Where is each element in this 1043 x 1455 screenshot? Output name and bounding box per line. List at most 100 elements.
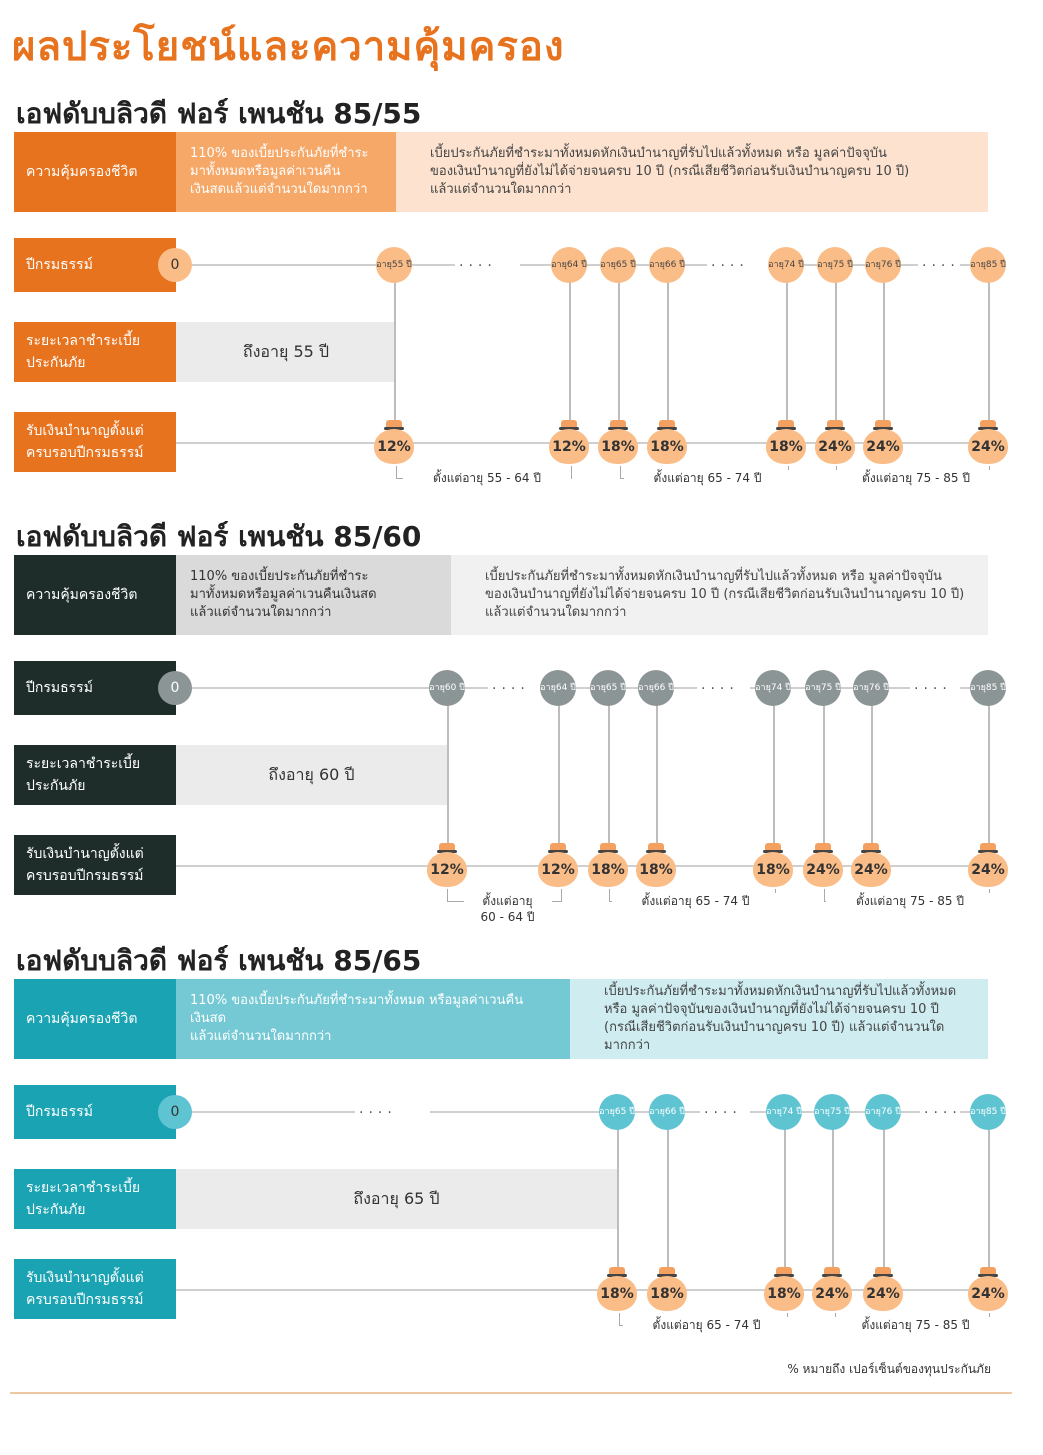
premium-period-label: ระยะเวลาชำระเบี้ย ประกันภัย (14, 1169, 176, 1229)
money-bag-icon: 18% (766, 420, 806, 464)
age-marker: อายุ 66 ปี (649, 247, 685, 283)
money-bag-icon: 24% (815, 420, 855, 464)
annuity-percent: 24% (968, 429, 1008, 464)
timeline-dots: .... (914, 677, 952, 693)
age-range-label: ตั้งแต่อายุ 75 - 85 ปี (832, 470, 1000, 486)
money-bag-icon: 18% (753, 843, 793, 887)
premium-period-label: ระยะเวลาชำระเบี้ย ประกันภัย (14, 322, 176, 382)
age-marker: อายุ 76 ปี (865, 1094, 901, 1130)
premium-period-value: ถึงอายุ 60 ปี (176, 745, 447, 805)
age-marker: อายุ 65 ปี (590, 670, 626, 706)
annuity-percent: 18% (597, 1276, 637, 1311)
age-connector (569, 265, 571, 432)
age-marker: อายุ 74 ปี (766, 1094, 802, 1130)
money-bag-icon: 12% (549, 420, 589, 464)
timeline-dots: .... (704, 1101, 742, 1117)
annuity-percent: 18% (598, 429, 638, 464)
year-zero-marker: 0 (158, 1095, 192, 1129)
timeline-gap (910, 687, 960, 689)
money-bag-icon: 18% (647, 420, 687, 464)
coverage-condition-b: เบี้ยประกันภัยที่ชำระมาทั้งหมดหักเงินบำน… (396, 132, 988, 212)
age-connector (558, 688, 560, 855)
annuity-label: รับเงินบำนาญตั้งแต่ ครบรอบปีกรมธรรม์ (14, 835, 176, 895)
age-marker: อายุ 85 ปี (970, 247, 1006, 283)
timeline-dots: .... (459, 254, 497, 270)
bottom-divider (10, 1392, 1012, 1394)
timeline-gap (697, 687, 750, 689)
age-connector (394, 265, 396, 432)
annuity-percent: 12% (538, 852, 578, 887)
age-range-label: ตั้งแต่อายุ 65 - 74 ปี (611, 893, 780, 909)
age-marker: อายุ 66 ปี (649, 1094, 685, 1130)
annuity-label: รับเงินบำนาญตั้งแต่ ครบรอบปีกรมธรรม์ (14, 1259, 176, 1319)
annuity-label: รับเงินบำนาญตั้งแต่ ครบรอบปีกรมธรรม์ (14, 412, 176, 472)
annuity-percent: 18% (588, 852, 628, 887)
year-zero-marker: 0 (158, 248, 192, 282)
age-connector (823, 688, 825, 855)
age-marker: อายุ 85 ปี (970, 670, 1006, 706)
annuity-percent: 24% (812, 1276, 852, 1311)
age-range-label: ตั้งแต่อายุ 65 - 74 ปี (622, 1317, 791, 1333)
money-bag-icon: 24% (968, 1267, 1008, 1311)
annuity-percent: 18% (647, 1276, 687, 1311)
policy-year-label: ปีกรมธรรม์ (14, 661, 176, 715)
coverage-label: ความคุ้มครองชีวิต (14, 555, 176, 635)
money-bag-icon: 24% (863, 1267, 903, 1311)
timeline-line (176, 687, 990, 689)
age-connector (667, 1112, 669, 1279)
age-connector (988, 688, 990, 855)
coverage-condition-a: 110% ของเบี้ยประกันภัยที่ชำระ มาทั้งหมดห… (176, 555, 451, 635)
money-bag-icon: 12% (427, 843, 467, 887)
age-connector (656, 688, 658, 855)
age-range-label: ตั้งแต่อายุ 75 - 85 ปี (826, 893, 994, 909)
timeline-dots: .... (711, 254, 749, 270)
plan-title: เอฟดับบลิวดี ฟอร์ เพนชัน 85/60 (16, 520, 422, 553)
timeline-line (176, 1111, 990, 1113)
age-connector (773, 688, 775, 855)
premium-period-value: ถึงอายุ 55 ปี (176, 322, 396, 382)
age-connector (883, 1112, 885, 1279)
timeline-gap (707, 264, 770, 266)
money-bag-icon: 24% (863, 420, 903, 464)
age-marker: อายุ 74 ปี (768, 247, 804, 283)
age-connector (784, 1112, 786, 1279)
coverage-condition-a: 110% ของเบี้ยประกันภัยที่ชำระมาทั้งหมด ห… (176, 979, 570, 1059)
age-connector (835, 265, 837, 432)
age-range-label: ตั้งแต่อายุ 60 - 64 ปี (463, 893, 552, 925)
money-bag-icon: 18% (764, 1267, 804, 1311)
age-connector (617, 1112, 619, 1279)
annuity-percent: 18% (766, 429, 806, 464)
money-bag-icon: 18% (597, 1267, 637, 1311)
money-bag-icon: 12% (374, 420, 414, 464)
page-title: ผลประโยชน์และความคุ้มครอง (12, 24, 565, 70)
age-connector (883, 265, 885, 432)
money-bag-icon: 18% (647, 1267, 687, 1311)
age-marker: อายุ 74 ปี (755, 670, 791, 706)
money-bag-icon: 12% (538, 843, 578, 887)
age-connector (608, 688, 610, 855)
annuity-percent: 24% (863, 1276, 903, 1311)
age-connector (871, 688, 873, 855)
money-bag-icon: 24% (851, 843, 891, 887)
timeline-gap (488, 687, 540, 689)
timeline-gap (355, 1111, 430, 1113)
age-range-label: ตั้งแต่อายุ 55 - 64 ปี (403, 470, 571, 486)
money-bag-icon: 24% (968, 420, 1008, 464)
annuity-percent: 12% (549, 429, 589, 464)
annuity-percent: 24% (968, 1276, 1008, 1311)
age-marker: อายุ 75 ปี (817, 247, 853, 283)
timeline-gap (918, 264, 960, 266)
age-marker: อายุ 76 ปี (853, 670, 889, 706)
age-marker: อายุ 85 ปี (970, 1094, 1006, 1130)
premium-period-label: ระยะเวลาชำระเบี้ย ประกันภัย (14, 745, 176, 805)
age-marker: อายุ 55 ปี (376, 247, 412, 283)
annuity-percent: 18% (647, 429, 687, 464)
annuity-percent: 18% (636, 852, 676, 887)
annuity-percent: 12% (427, 852, 467, 887)
age-marker: อายุ 64 ปี (551, 247, 587, 283)
age-range-label: ตั้งแต่อายุ 75 - 85 ปี (831, 1317, 1000, 1333)
annuity-percent: 24% (851, 852, 891, 887)
timeline-dots: .... (492, 677, 530, 693)
coverage-label: ความคุ้มครองชีวิต (14, 132, 176, 212)
timeline-dots: .... (924, 1101, 962, 1117)
